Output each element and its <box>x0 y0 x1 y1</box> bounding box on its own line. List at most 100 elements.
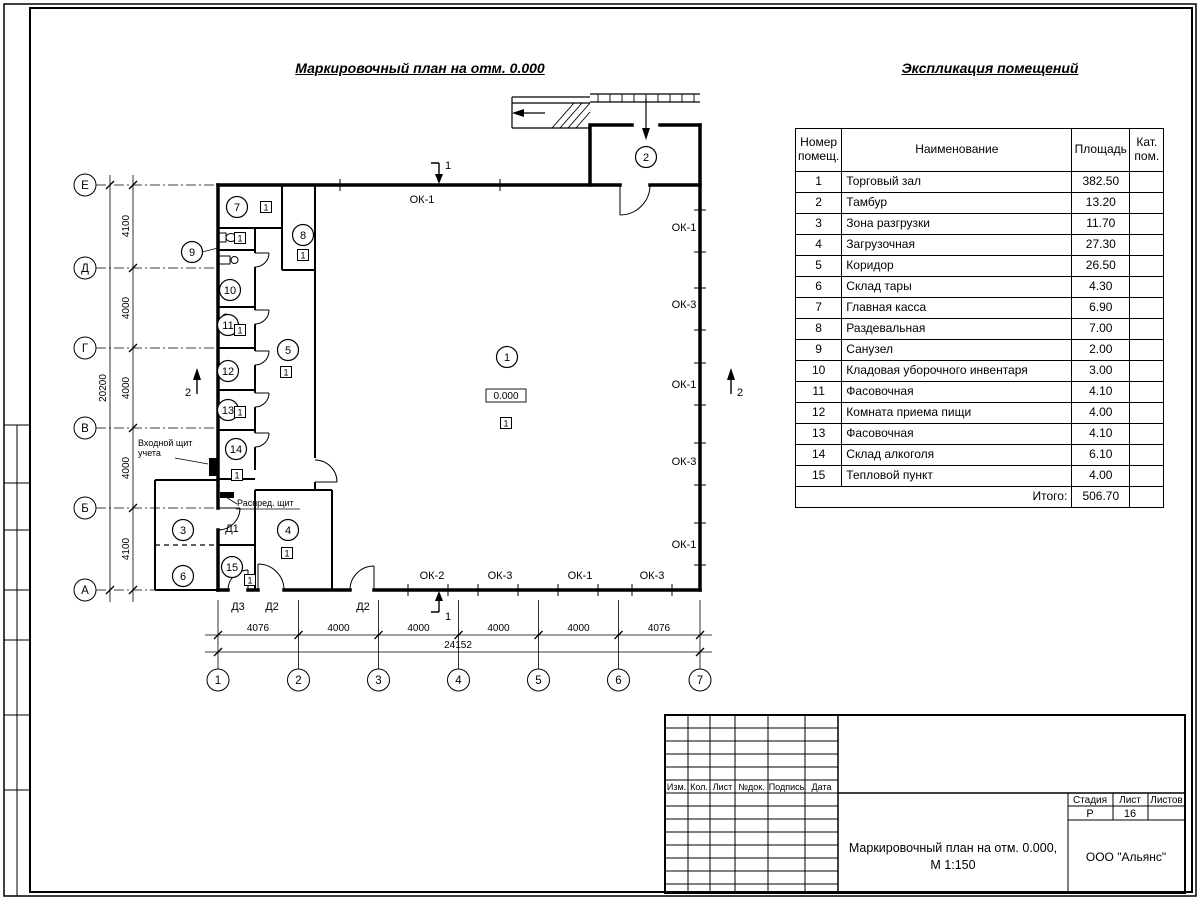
table-total-row: Итого:506.70 <box>794 486 1165 508</box>
axis-col-label: 4 <box>455 675 462 687</box>
floor-tag-numbers: 1 1 1 1 1 1 1 1 1 1 <box>234 203 508 586</box>
tb-col: Лист <box>713 782 733 792</box>
window-mark: ОК-2 <box>420 570 445 582</box>
tb-sheet-label: Лист <box>1119 795 1141 806</box>
axis-col-label: 1 <box>215 675 221 687</box>
col-area-header: Площадь <box>1071 128 1131 172</box>
room-number: 11 <box>222 320 233 332</box>
entry-panel-label: учета <box>138 448 161 458</box>
tb-col: Кол. <box>690 782 708 792</box>
room-number: 8 <box>300 230 306 242</box>
room-number: 9 <box>189 247 195 259</box>
axis-row-label: Г <box>82 343 89 355</box>
explication-title: Экспликация помещений <box>901 60 1079 76</box>
axis-col-label: 5 <box>535 675 541 687</box>
door-mark: Д3 <box>231 601 245 613</box>
window-mark: ОК-1 <box>672 539 697 551</box>
floor-tag: 1 <box>263 203 268 213</box>
window-mark: ОК-1 <box>568 570 593 582</box>
dim-bottom: 4000 <box>487 623 510 634</box>
dim-bottom: 4000 <box>407 623 430 634</box>
tb-col: Подпись <box>769 782 805 792</box>
distribution-panel-label: Распред. щит <box>237 498 294 508</box>
tb-doc-scale: М 1:150 <box>930 858 975 872</box>
room-number: 5 <box>285 345 291 357</box>
floor-tag: 1 <box>237 326 242 336</box>
electric-panels <box>209 458 234 498</box>
floor-tag: 1 <box>300 251 305 261</box>
section-label: 2 <box>185 387 191 399</box>
section-label: 1 <box>445 160 451 172</box>
explication-table: Номер помещ. Наименование Площадь Кат. п… <box>794 128 1165 508</box>
plan-title: Маркировочный план на отм. 0.000 <box>295 60 545 76</box>
window-mark: ОК-1 <box>672 222 697 234</box>
section-arrow-icon <box>435 174 443 184</box>
distribution-panel <box>220 492 234 498</box>
axis-col-label: 7 <box>697 675 703 687</box>
axis-row-label: В <box>81 423 89 435</box>
section-label: 1 <box>445 611 451 623</box>
door-swings <box>217 184 651 591</box>
window-mark: ОК-3 <box>672 456 697 468</box>
tb-col: Дата <box>812 782 832 792</box>
room-number: 1 <box>504 352 510 364</box>
floor-tag: 1 <box>284 549 289 559</box>
axis-labels: Е Д Г В Б А 1 2 3 4 5 6 7 <box>81 180 703 687</box>
building-walls <box>216 123 702 592</box>
room-numbers: 1 2 3 4 5 6 7 8 9 10 11 12 13 14 15 <box>180 152 649 583</box>
dim-bottom-total: 24152 <box>444 640 472 651</box>
dim-bottom: 4076 <box>648 623 671 634</box>
dim-left: 4100 <box>121 214 132 237</box>
window-mark: ОК-3 <box>488 570 513 582</box>
room-number: 4 <box>285 525 291 537</box>
floor-tag: 1 <box>237 234 242 244</box>
window-ticks <box>339 179 706 596</box>
floor-tag: 1 <box>247 576 252 586</box>
section-label: 2 <box>737 387 743 399</box>
door-mark: Д2 <box>356 601 370 613</box>
tb-sheet-value: 16 <box>1124 808 1136 820</box>
section-arrow-icon <box>193 368 201 380</box>
room-number: 14 <box>230 444 242 456</box>
elevation-mark: 0.000 <box>485 388 527 403</box>
window-mark: ОК-1 <box>672 379 697 391</box>
floor-tags <box>231 201 512 586</box>
title-block <box>664 714 1186 894</box>
dim-bottom: 4076 <box>247 623 270 634</box>
axis-row-label: Б <box>81 503 89 515</box>
title-block-text: Изм. Кол. Лист №док. Подпись Дата Маркир… <box>667 782 1183 872</box>
col-cat-header: Кат. пом. <box>1129 128 1165 172</box>
section-marks <box>193 162 735 613</box>
door-mark: Д2 <box>265 601 279 613</box>
floor-tag: 1 <box>503 419 508 429</box>
axis-row-label: Е <box>81 180 89 192</box>
leader-lines <box>174 247 300 510</box>
floor-tag: 1 <box>237 408 242 418</box>
window-mark: ОК-1 <box>410 194 435 206</box>
room-number: 6 <box>180 571 186 583</box>
axis-row-label: А <box>81 585 89 597</box>
window-mark: ОК-3 <box>640 570 665 582</box>
room-number: 10 <box>224 285 236 297</box>
tb-company: ООО "Альянс" <box>1086 850 1166 864</box>
room-number: 2 <box>643 152 649 164</box>
room-bubbles <box>171 145 658 588</box>
entry-panel-label: Входной щит <box>138 438 192 448</box>
sheet-frame <box>3 3 1197 897</box>
total-label: Итого: <box>794 486 1073 508</box>
dim-bottom: 4000 <box>567 623 590 634</box>
explication-header-row: Номер помещ. Наименование Площадь Кат. п… <box>794 128 1165 172</box>
dimension-text: 4076 4000 4000 4000 4000 4076 24152 4100… <box>98 214 671 651</box>
tb-doc-title: Маркировочный план на отм. 0.000, <box>849 841 1057 855</box>
